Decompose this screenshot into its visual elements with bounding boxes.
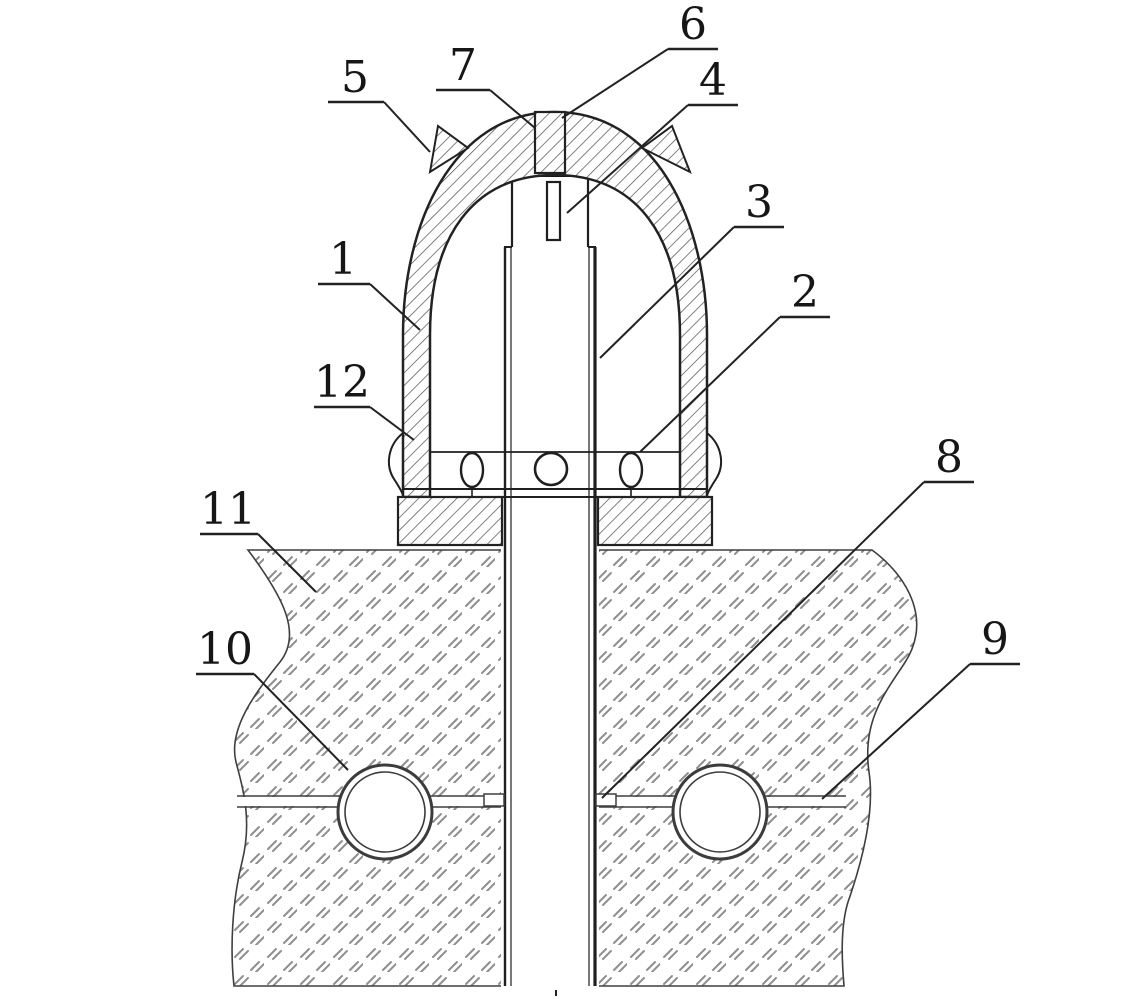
callout-label-11: 11 [200,484,256,535]
center-pipe [483,171,617,996]
inner-plug [545,180,562,242]
leader-line-1 [369,283,421,331]
left-side-seal-contour [387,432,404,496]
leader-line-2 [639,316,781,453]
leader-line-4 [566,104,689,214]
leader-lines [253,48,971,800]
leader-line-8 [601,481,925,799]
leader-line-5 [383,101,431,153]
left-port-ball [459,451,485,489]
callout-label-1: 1 [329,234,357,285]
callout-labels: 1 2 3 4 5 6 7 8 9 10 11 12 [196,0,1020,676]
wellhead-housing [387,110,723,547]
right-borehole-inner-circle [679,771,761,853]
callout-label-8: 8 [935,432,963,483]
channel-junction-tab-right [595,793,617,807]
leader-line-3 [599,226,735,359]
left-flange-block [396,495,504,547]
channel-junction-tab-left [483,793,505,807]
callout-label-2: 2 [791,267,819,318]
center-port-ball [533,451,569,487]
right-flange-block [596,495,714,547]
leader-line-7 [489,89,536,129]
right-side-seal-contour [706,432,723,496]
dome-right-ear [640,124,692,175]
callout-label-4: 4 [699,55,727,106]
leader-line-11 [257,533,317,593]
callout-label-9: 9 [981,614,1009,665]
leader-line-9 [821,663,971,800]
callout-label-7: 7 [449,40,477,91]
callout-label-5: 5 [341,52,369,103]
left-borehole-inner-circle [344,771,426,853]
callout-label-12: 12 [314,357,370,408]
leader-line-10 [253,673,349,771]
leader-line-12 [369,406,415,441]
boreholes [336,763,769,861]
callout-label-3: 3 [745,177,773,228]
top-stem [533,110,567,175]
leader-line-6 [561,48,669,119]
callout-label-10: 10 [197,624,253,675]
dome-left-ear [428,124,470,175]
right-port-ball [618,451,644,489]
callout-label-6: 6 [679,0,707,50]
pipe-interior [501,176,599,988]
